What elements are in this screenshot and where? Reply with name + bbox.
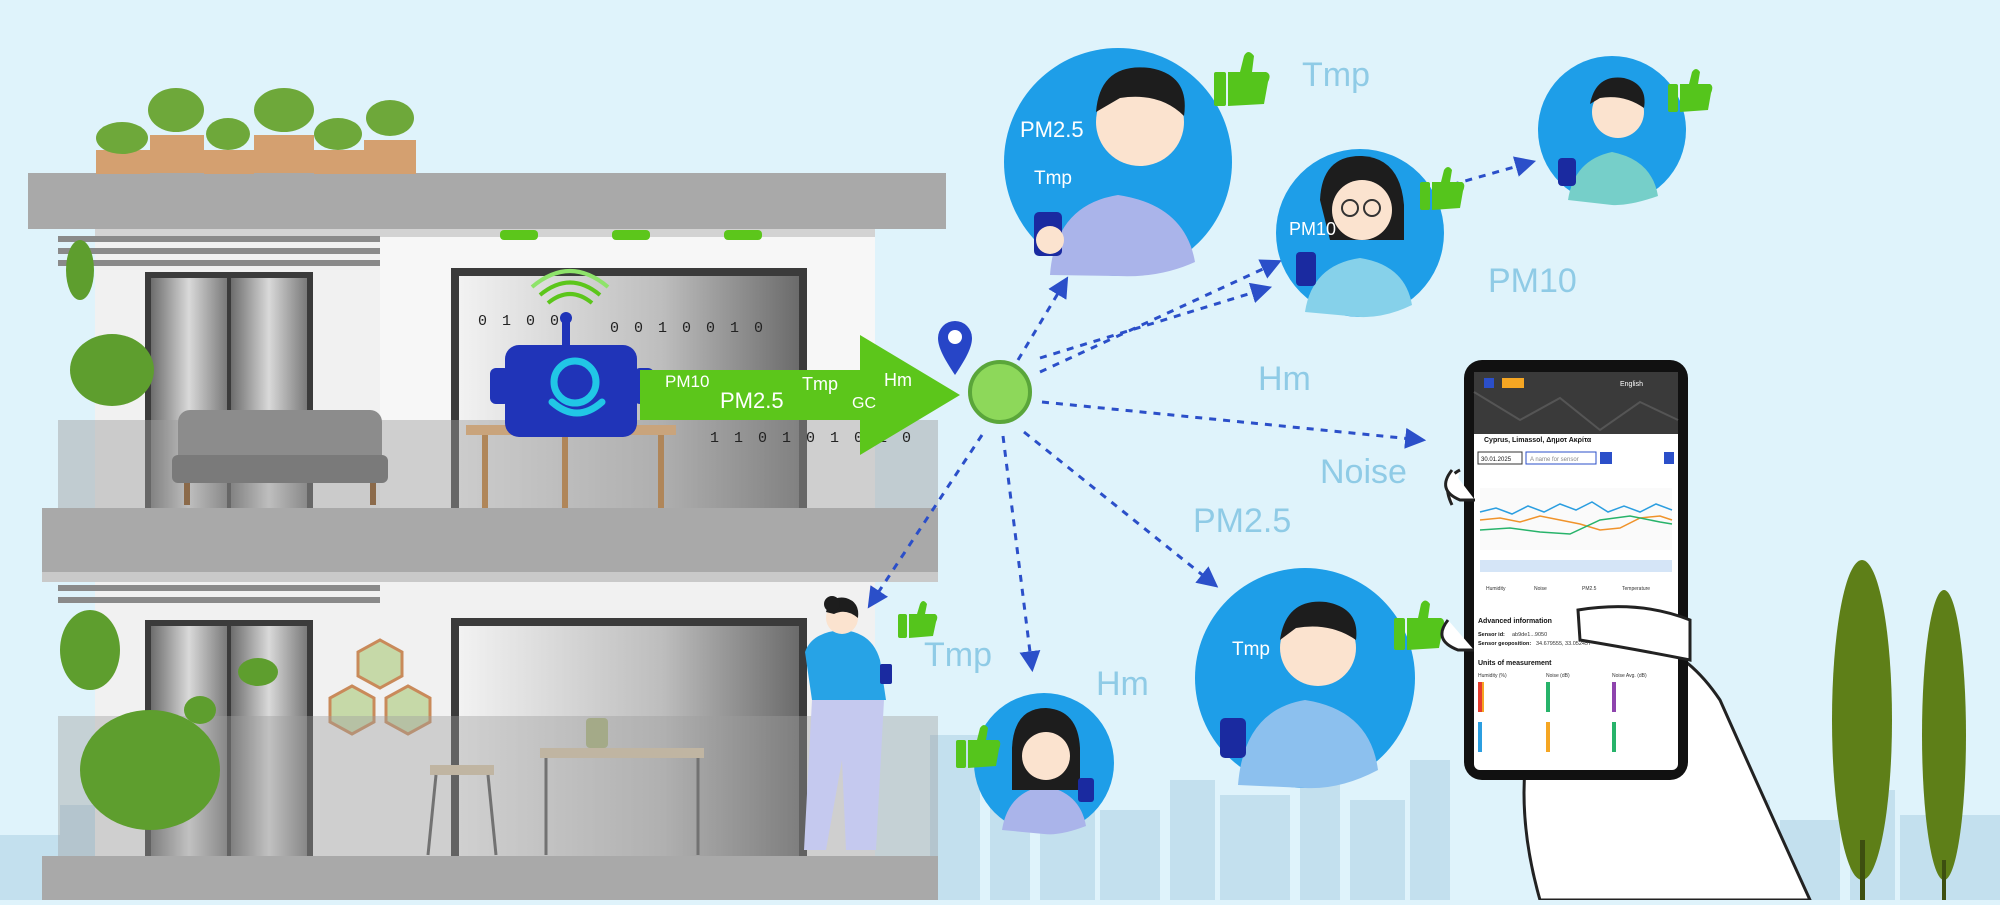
binary-stream-right: 0 0 1 0 0 1 0 [610, 320, 766, 337]
user-avatar-boy-bottom [1195, 568, 1415, 789]
label-hm-bottom: Hm [1096, 665, 1149, 703]
data-transmission-arrow [640, 335, 960, 455]
side-plants [60, 240, 278, 830]
sensor-search-placeholder: A name for sensor [1530, 457, 1579, 463]
legend-noise: Noise [1534, 586, 1547, 592]
units-col-humidity: Humidity (%) [1478, 673, 1507, 679]
rooftop-plants [96, 88, 416, 174]
share-button[interactable] [1664, 452, 1674, 464]
arrow-label-tmp: Tmp [802, 374, 838, 394]
phone-chart-legend: Humidity Noise PM2.5 Temperature [1486, 586, 1650, 592]
geoposition-value: 34.679555, 33.052457 [1536, 641, 1591, 647]
legend-pm25: PM2.5 [1582, 586, 1597, 592]
thumbs-up-icon [1420, 167, 1465, 210]
thumbs-up-icon [1668, 69, 1713, 112]
arrow-label-gc: GC [852, 395, 876, 412]
sensor-search-input[interactable] [1525, 451, 1597, 465]
date-picker-value: 30.01.2025 [1481, 457, 1512, 463]
phone-sensor-chart [1479, 488, 1673, 572]
thumbs-up-icon [898, 601, 938, 638]
cypress-trees [1832, 560, 1966, 900]
phone-language-select[interactable]: English [1620, 381, 1643, 388]
geoposition-label: Sensor geoposition: [1478, 641, 1531, 647]
advanced-info-title: Advanced information [1478, 618, 1552, 625]
user-avatar-boy-small [1538, 56, 1686, 206]
hand-fingers [1440, 469, 1692, 662]
label-tmp-top: Tmp [1302, 56, 1370, 94]
user-boy-bottom-tmp: Tmp [1232, 639, 1270, 660]
user-avatar-girl-bottom [974, 693, 1114, 835]
units-col-noise: Noise (dB) [1546, 673, 1570, 679]
phone-location-title: Cyprus, Limassol, Δημοτ Ακρίτα [1484, 437, 1592, 444]
label-pm25-mid: PM2.5 [1193, 502, 1291, 540]
sensor-id-label: Sensor id: [1478, 632, 1505, 638]
thumbs-up-icon [1394, 600, 1445, 650]
units-col-noise-avg: Noise Avg. (dB) [1612, 673, 1647, 679]
arrow-label-pm10: PM10 [665, 372, 709, 391]
thumbs-up-icon [956, 725, 1001, 768]
label-hm-mid: Hm [1258, 360, 1311, 398]
network-hub-node [968, 360, 1032, 424]
legend-humidity: Humidity [1486, 586, 1506, 592]
user-girl-glasses-pm10: PM10 [1289, 219, 1336, 239]
thumbs-up-icon [1214, 52, 1270, 106]
sensor-id-value: ab9de1...9050 [1512, 632, 1547, 638]
units-title: Units of measurement [1478, 660, 1552, 667]
woman-on-balcony [804, 596, 892, 850]
arrow-label-pm25: PM2.5 [720, 388, 784, 413]
arrow-label-hm: Hm [884, 370, 912, 390]
distribution-arrows [867, 156, 1537, 673]
user-boy-top-pm25: PM2.5 [1020, 117, 1084, 142]
date-picker[interactable] [1477, 451, 1523, 465]
label-tmp-balcony: Tmp [924, 636, 992, 674]
calendar-button[interactable] [1600, 452, 1612, 464]
units-color-scale [1478, 682, 1616, 752]
location-pin-icon [938, 321, 972, 375]
legend-temperature: Temperature [1622, 586, 1650, 592]
user-boy-top-tmp: Tmp [1034, 168, 1072, 189]
user-avatar-girl-glasses [1276, 149, 1444, 318]
label-pm10-right: PM10 [1488, 262, 1577, 300]
label-noise: Noise [1320, 453, 1407, 491]
user-avatar-boy-top [1004, 48, 1232, 277]
binary-stream-left: 0 1 0 0 [478, 313, 562, 330]
